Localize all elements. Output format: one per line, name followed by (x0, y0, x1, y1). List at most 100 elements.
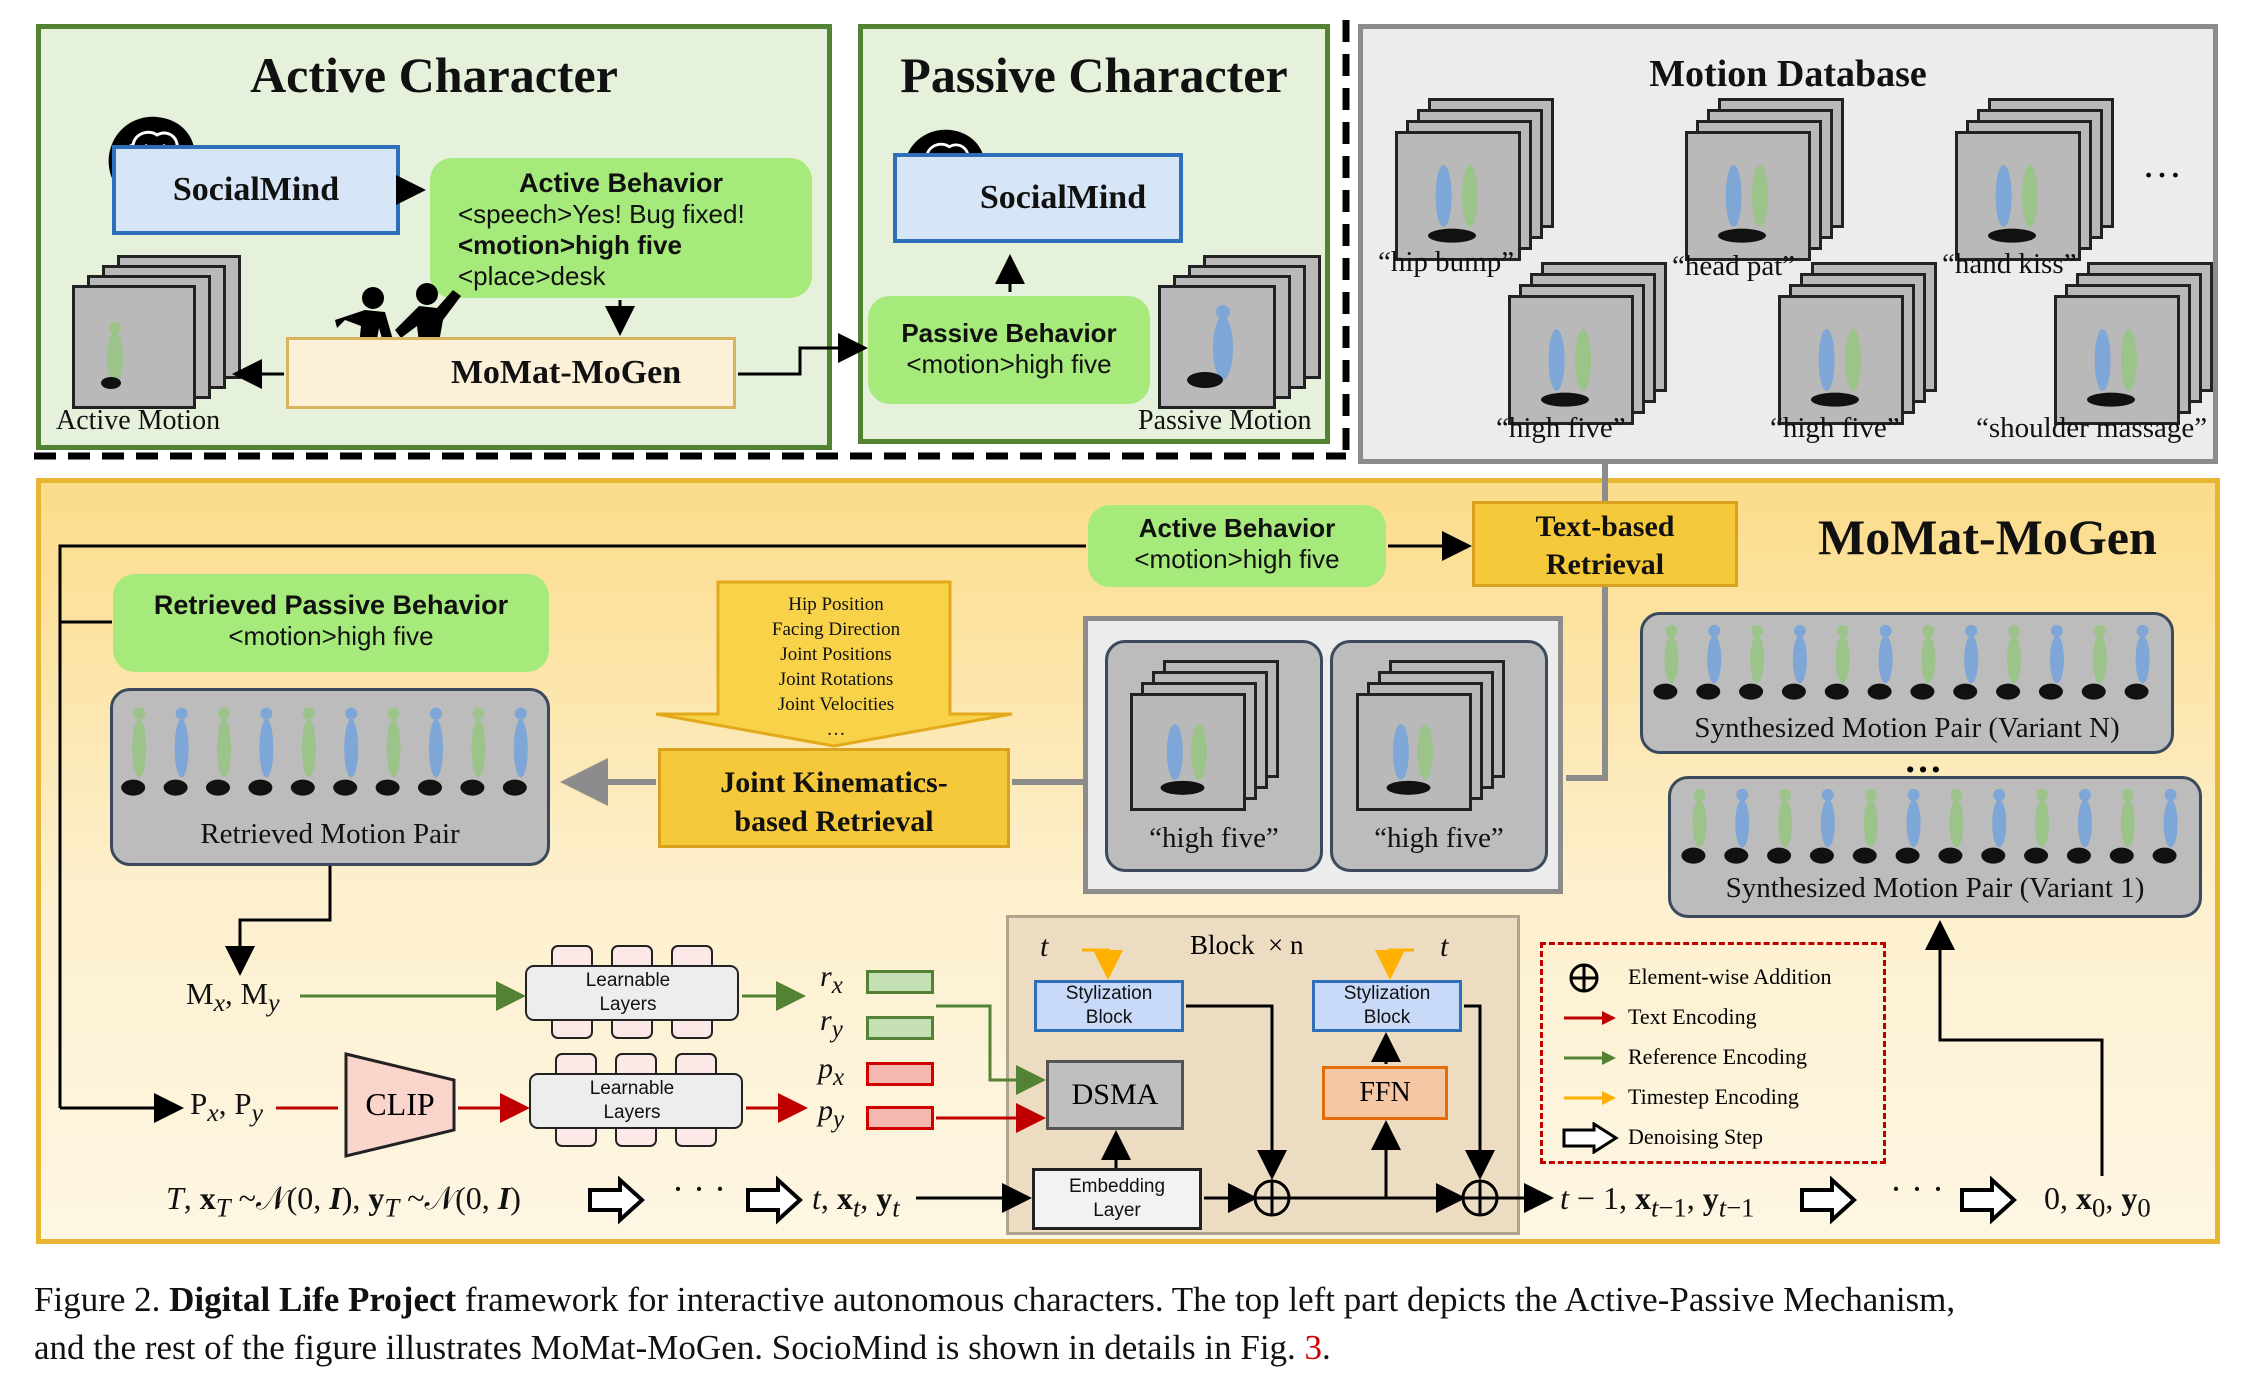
learnable-layers-1-icon (525, 945, 739, 1039)
motion-figure-shadow (2109, 847, 2134, 864)
learnable-layers-2-icon (529, 1053, 743, 1147)
legend-icon-3 (1560, 1042, 1620, 1079)
motion-figure-shadow (1739, 683, 1764, 700)
motion-figure-shadow (1852, 847, 1877, 864)
active-socialmind-box: SocialMind (112, 145, 400, 235)
database-item-label-6: “shoulder massage” (1976, 412, 2208, 444)
motion-figure-shadow (206, 779, 230, 796)
retrieved-passive-bubble: Retrieved Passive Behavior <motion>high … (113, 574, 549, 672)
motion-figure-body (1692, 799, 1707, 848)
motion-figure-shadow (418, 779, 442, 796)
retrieved-motion-figures (121, 707, 528, 796)
dots-label-1: · · · (672, 1169, 726, 1209)
motion-figure-body (1992, 799, 2007, 848)
motion-figure-body (1921, 635, 1936, 684)
active-behavior-motion: <motion>high five (458, 230, 682, 260)
feature-joint-velocities: Joint Velocities (777, 694, 895, 715)
motion-figure-head (1907, 788, 1920, 801)
t-label-1: t (1040, 930, 1049, 963)
candidate-label-2: “high five” (1374, 822, 1504, 854)
motion-figure-shadow (375, 779, 400, 796)
motion-figure-body (301, 719, 316, 778)
rx-token (866, 970, 934, 994)
features-down-arrow (655, 580, 1013, 748)
caption-bold: Digital Life Project (169, 1280, 457, 1319)
motion-figure-head (2164, 788, 2177, 801)
legend-label-2: Text Encoding (1628, 1004, 1757, 1029)
clip-encoder-shape (344, 1052, 456, 1158)
motion-figure-head (2121, 788, 2134, 801)
synth-variant-n-label: Synthesized Motion Pair (Variant N) (1694, 712, 2120, 744)
motion-figure-body (344, 719, 359, 778)
motion-figure-head (1965, 624, 1978, 637)
motion-figure-body (2163, 799, 2178, 848)
passive-behavior-motion: <motion>high five (906, 349, 1112, 379)
motion-figure-head (302, 707, 315, 720)
learnable-layers-1: Learnable Layers (585, 970, 671, 1015)
feature-ellipsis: … (826, 719, 846, 740)
momat-mogen-box: MoMat-MoGen (286, 337, 736, 409)
motion-figure-head (1793, 624, 1806, 637)
candidate-stack-2 (1356, 660, 1505, 811)
motion-figure-shadow (1867, 683, 1892, 700)
legend-label-4: Timestep Encoding (1628, 1084, 1799, 1109)
motion-figure-shadow (1681, 847, 1706, 864)
stylization-block-2: Stylization Block (1312, 980, 1462, 1032)
motion-figure-head (514, 707, 527, 720)
motion-figure-body (429, 719, 443, 778)
motion-figure-shadow (1653, 683, 1678, 700)
block-title: Block × n (1190, 930, 1304, 960)
feature-facing-direction: Facing Direction (771, 619, 901, 640)
motion-figure-shadow (290, 779, 315, 796)
retrieved-passive-title: Retrieved Passive Behavior (153, 590, 509, 620)
database-motion-stack-4 (1508, 262, 1667, 425)
momat-mogen-title: MoMat-MoGen (1818, 509, 2157, 565)
motion-figure-body (471, 719, 486, 778)
motion-figure-head (1864, 788, 1877, 801)
feature-joint-rotations: Joint Rotations (778, 669, 894, 690)
motion-figure-head (2008, 624, 2021, 637)
active-motion-label: Active Motion (56, 405, 221, 436)
motion-figure-body (1949, 799, 1964, 848)
active-behavior-bubble: Active Behavior <speech>Yes! Bug fixed! … (430, 158, 812, 298)
motion-figure-body (2135, 635, 2150, 684)
motion-figure-shadow (163, 779, 188, 796)
motion-figure-body (174, 719, 189, 778)
step-t-label: t, xt, yt (812, 1180, 900, 1223)
motion-figure-head (430, 707, 442, 720)
motion-figure-head (2093, 624, 2106, 637)
initial-noise-label: T, xT ~𝒩(0, I), yT ~𝒩(0, I) (166, 1180, 521, 1223)
passive-motion-label: Passive Motion (1138, 405, 1312, 436)
motion-figure-head (218, 707, 230, 720)
legend-icon-5 (1560, 1121, 1620, 1159)
motion-figure-head (1821, 788, 1834, 801)
motion-figure-body (217, 719, 231, 778)
candidate-stack-1 (1130, 660, 1279, 811)
motion-figure-shadow (1910, 683, 1935, 700)
mm-active-behavior-bubble: Active Behavior <motion>high five (1088, 505, 1386, 587)
legend-icon-1 (1560, 962, 1620, 999)
motion-figure-body (2007, 635, 2022, 684)
legend-icon-4 (1560, 1082, 1620, 1119)
motion-figure-shadow (1781, 683, 1806, 700)
synth-variant-n-figures (1653, 624, 2150, 700)
embedding-layer-box: Embedding Layer (1032, 1168, 1202, 1230)
rx-label: rx (820, 960, 843, 999)
passive-character-title: Passive Character (900, 47, 1288, 103)
motion-figure-body (1664, 635, 1679, 684)
caption-figure-link[interactable]: 3 (1304, 1328, 1323, 1367)
motion-figure-head (472, 707, 485, 720)
caption-prefix: Figure 2. (34, 1280, 170, 1319)
synth-variant-1-figures (1681, 788, 2178, 864)
motion-figure-shadow (2024, 847, 2049, 864)
motion-figure-body (1707, 635, 1722, 684)
motion-figure-shadow (1996, 683, 2021, 700)
mm-active-behavior-title: Active Behavior (1138, 513, 1336, 543)
learnable-layers-2: Learnable Layers (589, 1078, 675, 1123)
ry-token (866, 1016, 934, 1040)
text-retrieval-box: Text-based Retrieval (1472, 501, 1738, 587)
connection-arrows (58, 175, 2104, 1225)
feature-hip-position: Hip Position (788, 594, 884, 615)
motion-figure-head (1836, 624, 1849, 637)
motion-figure-body (386, 719, 401, 778)
